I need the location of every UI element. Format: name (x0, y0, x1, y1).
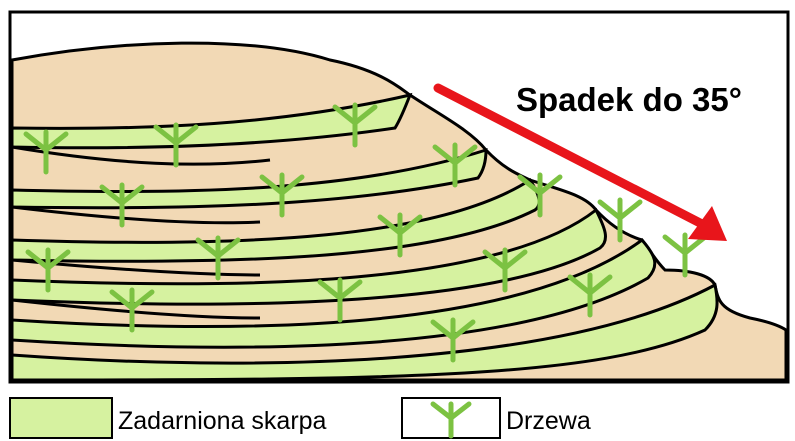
legend-grass-swatch (10, 398, 112, 438)
legend: Zadarniona skarpa Drzewa (10, 398, 591, 438)
legend-tree-label: Drzewa (506, 407, 591, 435)
slope-label: Spadek do 35° (516, 81, 742, 118)
legend-grass-label: Zadarniona skarpa (118, 407, 327, 435)
